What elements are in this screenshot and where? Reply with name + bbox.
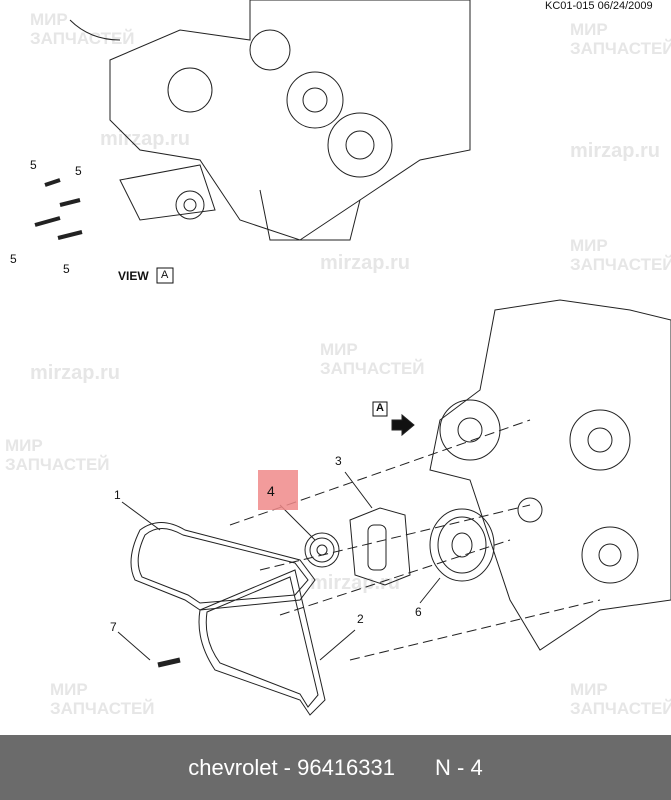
watermark-url: mirzap.ru (100, 128, 191, 150)
footer-bar: chevrolet - 96416331 N - 4 (0, 735, 671, 800)
tensioner-3 (349, 507, 411, 586)
arrow-label: A (376, 402, 384, 414)
part-number: chevrolet - 96416331 (188, 754, 395, 780)
callout-3[interactable]: 3 (335, 454, 342, 468)
part-ref: N - 4 (435, 754, 483, 780)
view-label: VIEW (118, 269, 149, 283)
callout-5[interactable]: 5 (63, 262, 70, 276)
belt-2 (198, 569, 326, 716)
diagram-code: KC01-015 06/24/2009 (545, 0, 653, 12)
bolts-5 (34, 178, 83, 240)
engine-top (69, 0, 471, 241)
engine-bottom (429, 299, 671, 651)
view-arrow-icon (391, 413, 415, 437)
callout-1[interactable]: 1 (114, 488, 121, 502)
bolt-7 (157, 657, 181, 668)
watermark-url: mirzap.ru (320, 252, 411, 274)
callout-leaders (117, 471, 441, 661)
callout-2[interactable]: 2 (357, 612, 364, 626)
callout-5[interactable]: 5 (30, 158, 37, 172)
engine-drawing (34, 0, 671, 716)
callout-5[interactable]: 5 (75, 164, 82, 178)
watermark-url: mirzap.ru (310, 572, 401, 594)
callout-6[interactable]: 6 (415, 605, 422, 619)
watermark-url: mirzap.ru (570, 140, 661, 162)
callout-5[interactable]: 5 (10, 252, 17, 266)
callout-7[interactable]: 7 (110, 620, 117, 634)
view-letter: A (161, 269, 169, 281)
idler-pulley-4 (304, 532, 340, 568)
belt-1 (130, 522, 316, 611)
crank-pulley-6 (429, 508, 495, 582)
alignment-lines (229, 419, 601, 661)
highlighted-callout-box (258, 470, 298, 510)
watermark-url: mirzap.ru (30, 362, 121, 384)
callout-4[interactable]: 4 (267, 483, 275, 499)
